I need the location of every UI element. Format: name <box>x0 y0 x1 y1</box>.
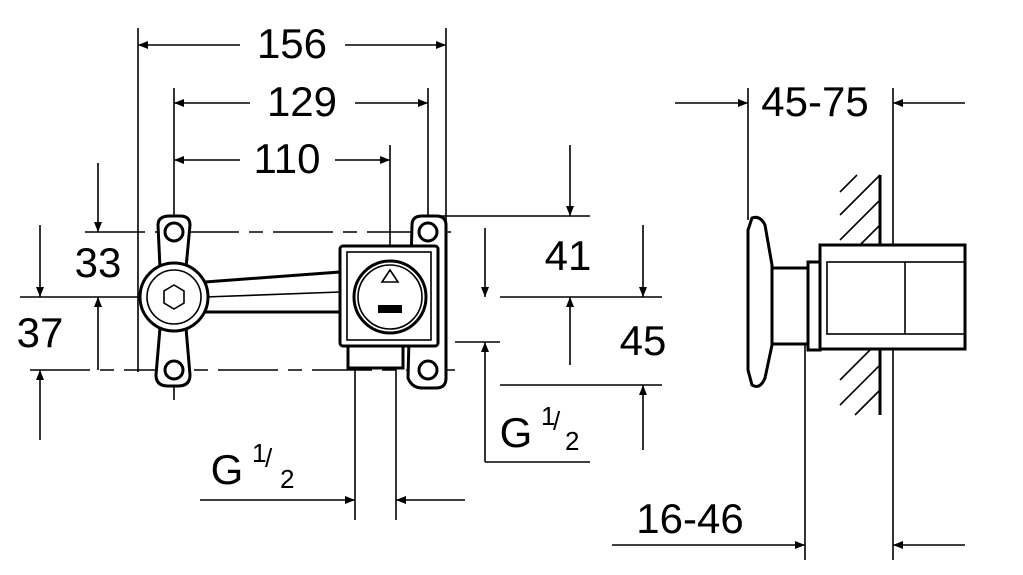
dim-overall-width: 156 <box>257 20 327 67</box>
dim-projection: 16-46 <box>636 495 743 542</box>
outlet-thread-label: G 1 / 2 <box>500 401 580 456</box>
dimension-arrows <box>36 41 965 549</box>
thread-base: G <box>211 446 244 493</box>
thread-num: 1 <box>541 401 555 431</box>
fraction-slash: / <box>265 443 273 473</box>
bottom-thread-label: G 1 / 2 <box>211 438 295 494</box>
front-view-valve-body <box>138 214 448 390</box>
dim-right-lower: 45 <box>620 317 667 364</box>
brand-logo <box>378 305 402 313</box>
dim-hole-spacing: 129 <box>267 78 337 125</box>
thread-base: G <box>500 409 533 456</box>
dim-left-upper: 33 <box>75 239 122 286</box>
side-view <box>746 174 967 416</box>
fraction-slash: / <box>553 406 561 436</box>
dim-right-upper: 41 <box>545 232 592 279</box>
dim-wall-depth: 45-75 <box>761 78 868 125</box>
dimension-labels: 156 129 110 33 37 41 45 45-75 16-46 G 1 … <box>17 20 869 542</box>
dim-left-lower: 37 <box>17 309 64 356</box>
thread-num: 1 <box>252 438 266 468</box>
thread-den: 2 <box>565 426 579 456</box>
thread-den: 2 <box>280 464 294 494</box>
dim-valve-offset: 110 <box>254 135 321 182</box>
extension-lines <box>20 28 894 560</box>
